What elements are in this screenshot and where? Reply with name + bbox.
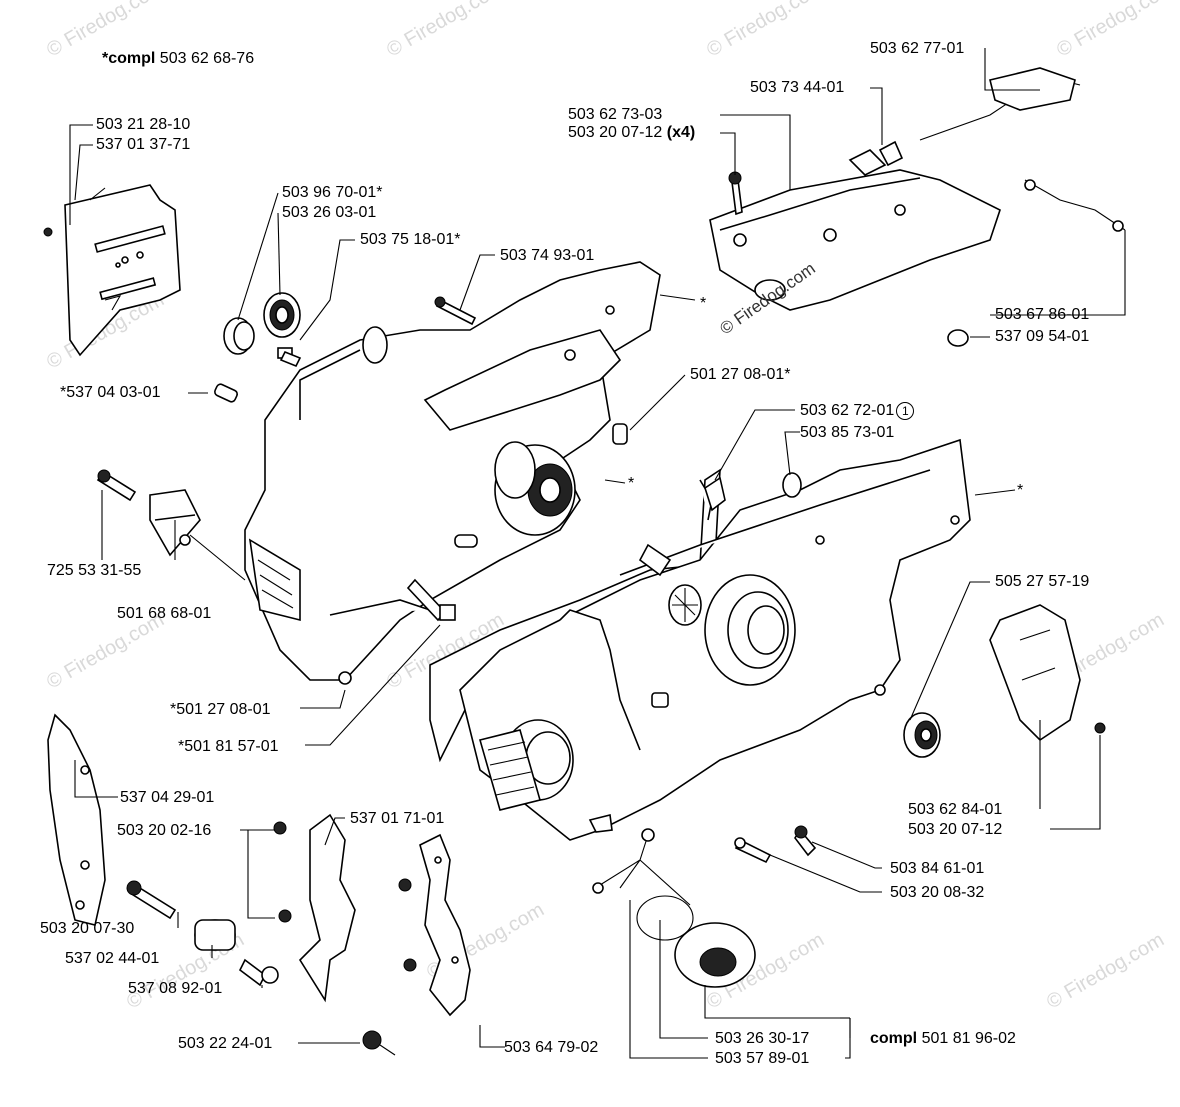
compl-number: 503 62 68-76 [159, 50, 255, 67]
quantity-note: (x4) [666, 124, 696, 141]
part-label: 503 84 61-01 [890, 860, 985, 877]
asterisk-label: * [628, 475, 635, 492]
asterisk-label: * [1017, 482, 1024, 499]
part-label: 537 02 44-01 [65, 950, 160, 967]
part-label: 503 85 73-01 [800, 424, 895, 441]
small-parts-right [704, 472, 941, 864]
part-label: 503 67 86-01 [995, 306, 1090, 323]
part-label: 503 22 24-01 [178, 1035, 273, 1052]
part-label: 503 20 07-30 [40, 920, 135, 937]
part-label: 503 96 70-01* [282, 184, 383, 201]
oil-cap [592, 828, 756, 988]
compl-header: *compl 503 62 68-76 [102, 50, 254, 68]
part-label: 503 74 93-01 [500, 247, 595, 264]
leader-lines [69, 48, 1126, 1059]
part-label: 503 26 03-01 [282, 204, 377, 221]
part-label: 501 68 68-01 [117, 605, 212, 622]
part-label: 503 26 30-17 [715, 1030, 810, 1047]
part-number: 503 62 72-01 [800, 402, 895, 419]
part-label: 537 01 71-01 [350, 810, 445, 827]
part-label: *501 81 57-01 [178, 738, 279, 755]
chain-guides [47, 713, 471, 1017]
bearing-seal-left [223, 292, 301, 359]
part-label: 503 57 89-01 [715, 1050, 810, 1067]
compl-prefix: compl [870, 1030, 918, 1047]
part-number: 503 20 07-12 [568, 124, 663, 141]
crankcase-left [244, 261, 661, 685]
part-label: 537 01 37-71 [96, 136, 191, 153]
part-label: 505 27 57-19 [995, 573, 1090, 590]
part-label: 537 08 92-01 [128, 980, 223, 997]
part-label: 503 62 77-01 [870, 40, 965, 57]
part-label: 537 09 54-01 [995, 328, 1090, 345]
chain-guard-plate [43, 184, 181, 357]
throttle-cable [919, 67, 1126, 347]
part-label: 503 21 28-10 [96, 116, 191, 133]
part-label: 503 20 08-32 [890, 884, 985, 901]
part-label: 503 20 07-12 (x4) [568, 124, 695, 142]
screws-bottom [126, 821, 417, 1056]
part-label: 537 04 29-01 [120, 789, 215, 806]
part-label: 503 73 44-01 [750, 79, 845, 96]
asterisk-label: * [700, 295, 707, 312]
part-label: 725 53 31-55 [47, 562, 142, 579]
part-label: 503 64 79-02 [504, 1039, 599, 1056]
compl-number: 501 81 96-02 [921, 1030, 1016, 1047]
compl-footer: compl 501 81 96-02 [870, 1030, 1016, 1048]
part-label: 503 20 02-16 [117, 822, 212, 839]
circled-note: 1 [896, 402, 915, 420]
part-label: 501 27 08-01* [690, 366, 791, 383]
part-label: 503 62 73-03 [568, 106, 663, 123]
crankcase-right [459, 438, 971, 841]
part-label: *537 04 03-01 [60, 384, 161, 401]
part-label: 503 75 18-01* [360, 231, 461, 248]
top-bracket [709, 140, 1001, 311]
part-label: 503 20 07-12 [908, 821, 1003, 838]
sprocket-cover [989, 604, 1106, 742]
part-label: 503 62 84-01 [908, 801, 1003, 818]
compl-prefix: *compl [102, 50, 156, 67]
part-label: *501 27 08-01 [170, 701, 271, 718]
